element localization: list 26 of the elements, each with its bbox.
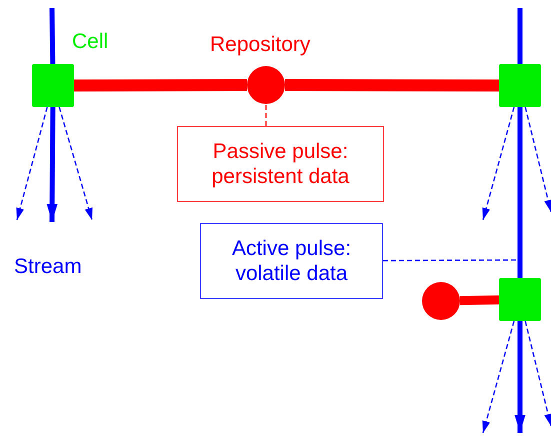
annotation-box: Active pulse: volatile data [200, 223, 383, 299]
cell-block [32, 64, 74, 107]
connector-line [460, 295, 500, 306]
node-caption: Cell [72, 29, 108, 54]
arrow [514, 321, 526, 433]
text-label: Stream [14, 254, 82, 279]
arrow [524, 106, 551, 212]
arrow [482, 106, 515, 220]
arrow [482, 320, 515, 434]
connector-line [518, 8, 522, 64]
node-caption: Repository [210, 32, 310, 57]
connector-line [74, 79, 248, 92]
repository-dot [422, 282, 460, 320]
connector-line [50, 8, 56, 64]
arrow [46, 106, 58, 222]
connector-line [284, 79, 500, 92]
connector-line [518, 107, 522, 278]
leader-line [265, 104, 267, 126]
cell-block [499, 278, 541, 321]
repository-dot [247, 66, 285, 104]
arrow [524, 320, 551, 426]
annotation-box: Passive pulse: persistent data [177, 126, 384, 202]
arrow [58, 106, 93, 220]
arrow [16, 106, 48, 220]
leader-line [383, 259, 518, 262]
cell-block [499, 64, 541, 107]
